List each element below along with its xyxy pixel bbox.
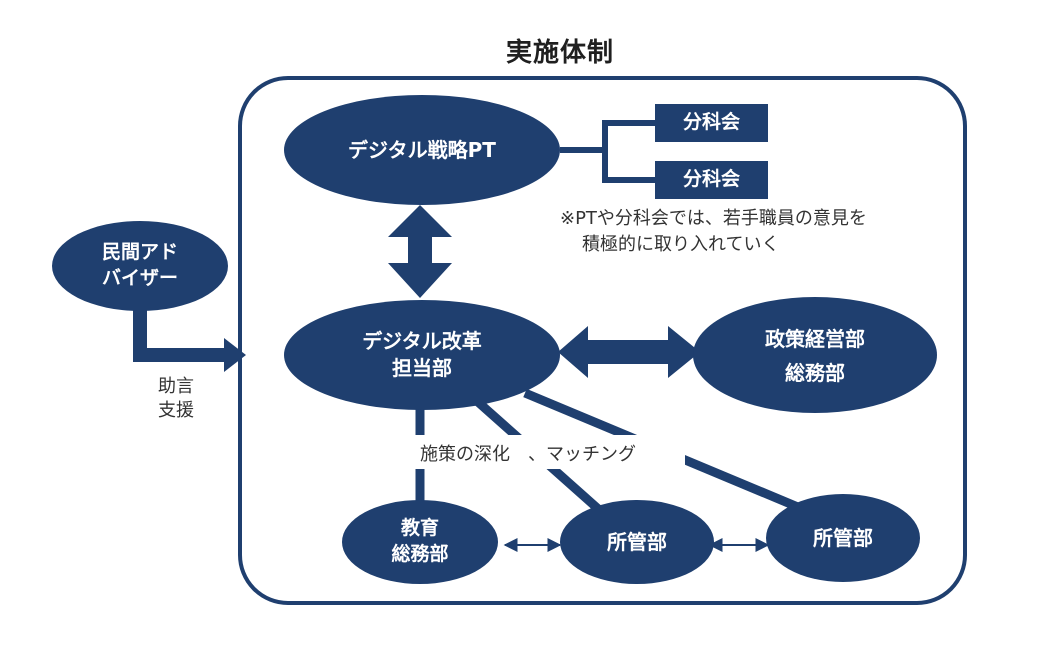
pt-reform-double-arrow [388,205,452,298]
digital-reform-node [284,300,560,410]
advice-support-line-1: 助言 [158,376,194,397]
jurisdiction-1-text: 所管部 [607,529,667,554]
subcommittee-1-node [655,104,768,142]
policy-management-line-1: 政策経営部 [765,327,865,351]
policy-management-line-2: 総務部 [785,361,845,385]
private-advisor-line-2: バイザー [101,267,178,289]
policy-management-label: 政策経営部 総務部 [693,320,937,392]
jurisdiction-2-label: 所管部 [766,518,920,558]
implementation-frame [238,76,967,605]
digital-strategy-pt-text: デジタル戦略PT [348,137,496,162]
private-advisor-label: 民間アド バイザー [52,236,228,296]
advice-support-label: 助言 支援 [158,375,218,424]
policy-management-node [693,297,937,413]
private-advisor-node [52,221,228,311]
advice-support-line-2: 支援 [158,400,194,422]
youth-opinion-note-line-2: 積極的に取り入れていく [582,234,780,256]
diagram-title: 実施体制 [505,38,614,68]
reform-policy-double-arrow [558,326,700,378]
digital-reform-label: デジタル改革 担当部 [284,320,560,390]
policy-matching-label: 施策の深化 、マッチング [420,444,636,465]
jurisdiction-1-label: 所管部 [560,522,714,562]
subcommittee-2-label: 分科会 [655,161,768,199]
digital-strategy-pt-node [284,95,560,205]
advisor-support-arrowhead [224,338,246,372]
advisor-support-connector [133,305,228,362]
policy-matching-label-bg [405,435,685,469]
education-general-affairs-label: 教育 総務部 [342,512,498,572]
jurisdiction-2-node [766,494,920,582]
jurisdiction-1-node [560,500,714,584]
subcommittee-2-node [655,161,768,199]
subcommittee-1-text: 分科会 [682,111,740,134]
digital-reform-line-1: デジタル改革 [362,329,482,353]
education-general-affairs-line-1: 教育 [400,517,439,540]
youth-opinion-note: ※PTや分科会では、若手職員の意見を 積極的に取り入れていく [560,206,940,258]
private-advisor-line-1: 民間アド [101,241,178,264]
jurisdiction-2-text: 所管部 [813,525,873,550]
youth-opinion-note-line-1: ※PTや分科会では、若手職員の意見を [560,208,867,229]
subcommittee-1-label: 分科会 [655,104,768,142]
pt-subcommittee-connector [560,120,655,183]
digital-strategy-pt-label: デジタル戦略PT [284,125,560,175]
education-general-affairs-line-2: 総務部 [391,543,449,565]
education-general-affairs-node [342,500,498,584]
digital-reform-line-2: 担当部 [392,356,452,380]
subcommittee-2-text: 分科会 [682,168,740,191]
